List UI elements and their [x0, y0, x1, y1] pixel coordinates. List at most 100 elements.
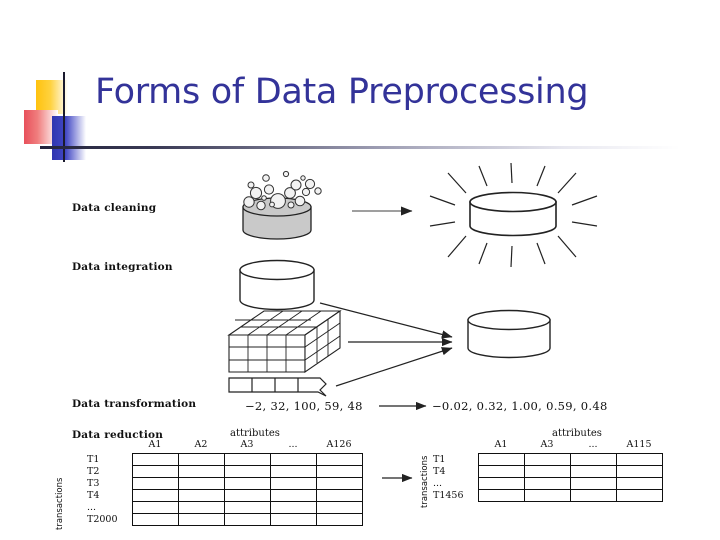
table-cell: [132, 501, 179, 514]
row-header: T1: [433, 454, 446, 465]
table-cell: [224, 453, 271, 466]
table-cell: [316, 477, 363, 490]
decoration-yellow-square: [36, 80, 68, 114]
table-cell: [270, 465, 317, 478]
row-label-data-cleaning: Data cleaning: [72, 202, 157, 214]
column-header: ...: [288, 439, 298, 450]
table-cell: [616, 453, 663, 466]
table-row: [132, 513, 363, 526]
table-cell: [178, 501, 225, 514]
flat-file-strip-icon: [228, 377, 327, 397]
table-cell: [478, 477, 525, 490]
table-cell: [224, 489, 271, 502]
table-row: [132, 477, 363, 490]
table-cell: [224, 501, 271, 514]
before-reduction-table: [132, 453, 363, 526]
database-cylinder-icon: [239, 259, 315, 311]
attributes-label-right: attributes: [552, 428, 602, 439]
column-header: A126: [326, 439, 352, 450]
table-row: [478, 453, 663, 466]
table-row: [478, 477, 663, 490]
table-cell: [132, 465, 179, 478]
row-header: T2000: [87, 514, 118, 525]
column-header: A1: [494, 439, 508, 450]
table-cell: [524, 477, 571, 490]
table-cell: [570, 477, 617, 490]
row-header: T3: [87, 478, 100, 489]
column-header: A1: [148, 439, 162, 450]
row-header: T2: [87, 466, 100, 477]
table-cell: [224, 513, 271, 526]
table-cell: [224, 465, 271, 478]
converging-arrows: [319, 302, 453, 387]
row-header: ...: [87, 502, 97, 513]
table-cell: [270, 513, 317, 526]
table-cell: [316, 501, 363, 514]
table-cell: [616, 465, 663, 478]
table-cell: [570, 489, 617, 502]
transactions-label-left: transactions: [55, 477, 65, 530]
table-row: [132, 489, 363, 502]
preprocessing-diagram: Data cleaning Data integration Data tran…: [0, 160, 720, 540]
table-cell: [270, 501, 317, 514]
table-cell: [570, 453, 617, 466]
table-row: [132, 465, 363, 478]
table-cell: [178, 489, 225, 502]
column-header: A3: [540, 439, 554, 450]
merged-database-cylinder-icon: [467, 309, 551, 359]
row-header: T4: [87, 490, 100, 501]
shiny-database-cylinder-icon: [429, 162, 598, 268]
after-reduction-table: [478, 453, 663, 502]
column-header: A2: [194, 439, 208, 450]
table-row: [132, 453, 363, 466]
table-cell: [132, 477, 179, 490]
table-cell: [178, 465, 225, 478]
table-cell: [478, 453, 525, 466]
table-cell: [524, 489, 571, 502]
table-cell: [270, 453, 317, 466]
table-cell: [178, 453, 225, 466]
table-cell: [178, 513, 225, 526]
row-label-data-integration: Data integration: [72, 261, 173, 273]
row-header: T1: [87, 454, 100, 465]
slide-header: Forms of Data Preprocessing: [0, 0, 720, 162]
table-cell: [478, 489, 525, 502]
title-underline-rule: [40, 146, 680, 149]
table-cell: [524, 465, 571, 478]
row-label-data-transformation: Data transformation: [72, 398, 197, 410]
diagram-artwork: [227, 162, 598, 483]
table-cell: [224, 477, 271, 490]
page-title: Forms of Data Preprocessing: [95, 72, 589, 112]
row-label-data-reduction: Data reduction: [72, 429, 164, 441]
table-row: [132, 501, 363, 514]
table-cell: [316, 465, 363, 478]
column-header: A3: [240, 439, 254, 450]
transformation-before-values: −2, 32, 100, 59, 48: [245, 399, 363, 413]
decoration-vertical-line: [63, 72, 65, 162]
transactions-label-right: transactions: [420, 455, 430, 508]
table-cell: [316, 513, 363, 526]
row-header: T4: [433, 466, 446, 477]
decoration-blue-square: [52, 116, 86, 160]
column-header: A115: [626, 439, 652, 450]
column-header: ...: [588, 439, 598, 450]
table-cell: [270, 489, 317, 502]
table-cell: [478, 465, 525, 478]
table-cell: [178, 477, 225, 490]
row-header: T1456: [433, 490, 464, 501]
table-cell: [132, 513, 179, 526]
row-header: ...: [433, 478, 443, 489]
table-cell: [616, 477, 663, 490]
table-cell: [316, 489, 363, 502]
table-cell: [524, 453, 571, 466]
table-row: [478, 465, 663, 478]
table-row: [478, 489, 663, 502]
table-cell: [132, 489, 179, 502]
attributes-label-left: attributes: [230, 428, 280, 439]
table-cell: [616, 489, 663, 502]
data-cube-icon: [227, 309, 342, 374]
dirty-database-cylinder-icon: [242, 170, 322, 240]
table-cell: [270, 477, 317, 490]
table-cell: [570, 465, 617, 478]
table-cell: [316, 453, 363, 466]
